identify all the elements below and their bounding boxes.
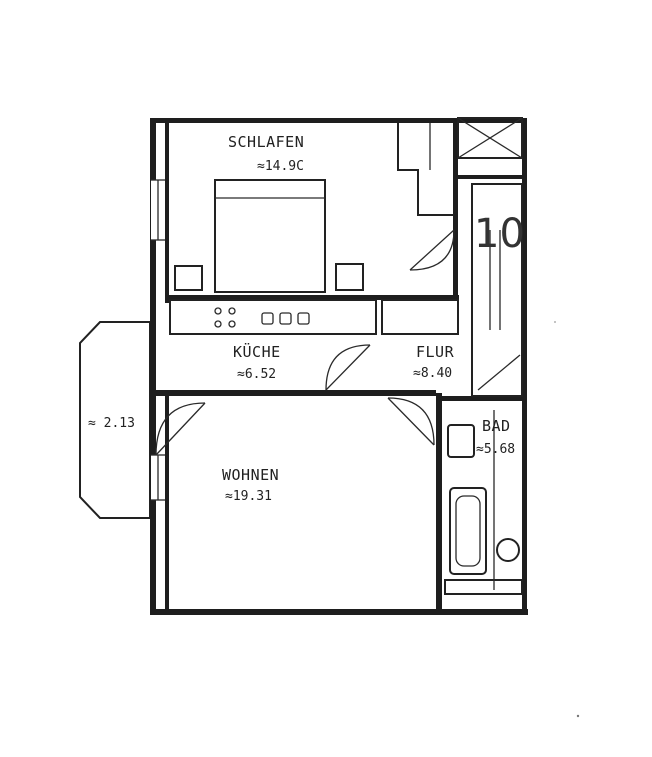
room-area: ≈14.9C bbox=[257, 159, 304, 174]
room-area: ≈19.31 bbox=[225, 489, 272, 504]
room-name: FLUR bbox=[416, 343, 455, 361]
room-label-kueche: KÜCHE ≈6.52 bbox=[233, 342, 281, 382]
room-name: KÜCHE bbox=[233, 342, 281, 361]
scan-speck bbox=[554, 321, 556, 323]
doors bbox=[155, 229, 521, 456]
stove-icon bbox=[214, 307, 236, 328]
room-area: ≈ 2.13 bbox=[88, 416, 135, 431]
interior-walls bbox=[156, 117, 523, 609]
room-label-balkon: ≈ 2.13 bbox=[88, 416, 135, 431]
bathroom-fixtures bbox=[444, 410, 523, 595]
room-area: ≈5.68 bbox=[476, 442, 515, 457]
sink-icon bbox=[261, 312, 310, 325]
scan-speck bbox=[576, 714, 580, 718]
room-label-bad: BAD ≈5.68 bbox=[476, 417, 515, 457]
room-label-wohnen: WOHNEN ≈19.31 bbox=[222, 466, 279, 504]
bed bbox=[174, 179, 364, 293]
room-name: SCHLAFEN bbox=[228, 133, 304, 151]
room-area: ≈6.52 bbox=[237, 367, 276, 382]
room-area: ≈8.40 bbox=[413, 366, 452, 381]
room-name: WOHNEN bbox=[222, 466, 279, 484]
unit-number: 10 bbox=[474, 211, 525, 257]
room-name: BAD bbox=[482, 417, 511, 435]
outer-walls bbox=[150, 118, 528, 615]
room-label-schlafen: SCHLAFEN ≈14.9C bbox=[228, 133, 304, 174]
room-label-flur: FLUR ≈8.40 bbox=[413, 343, 455, 381]
